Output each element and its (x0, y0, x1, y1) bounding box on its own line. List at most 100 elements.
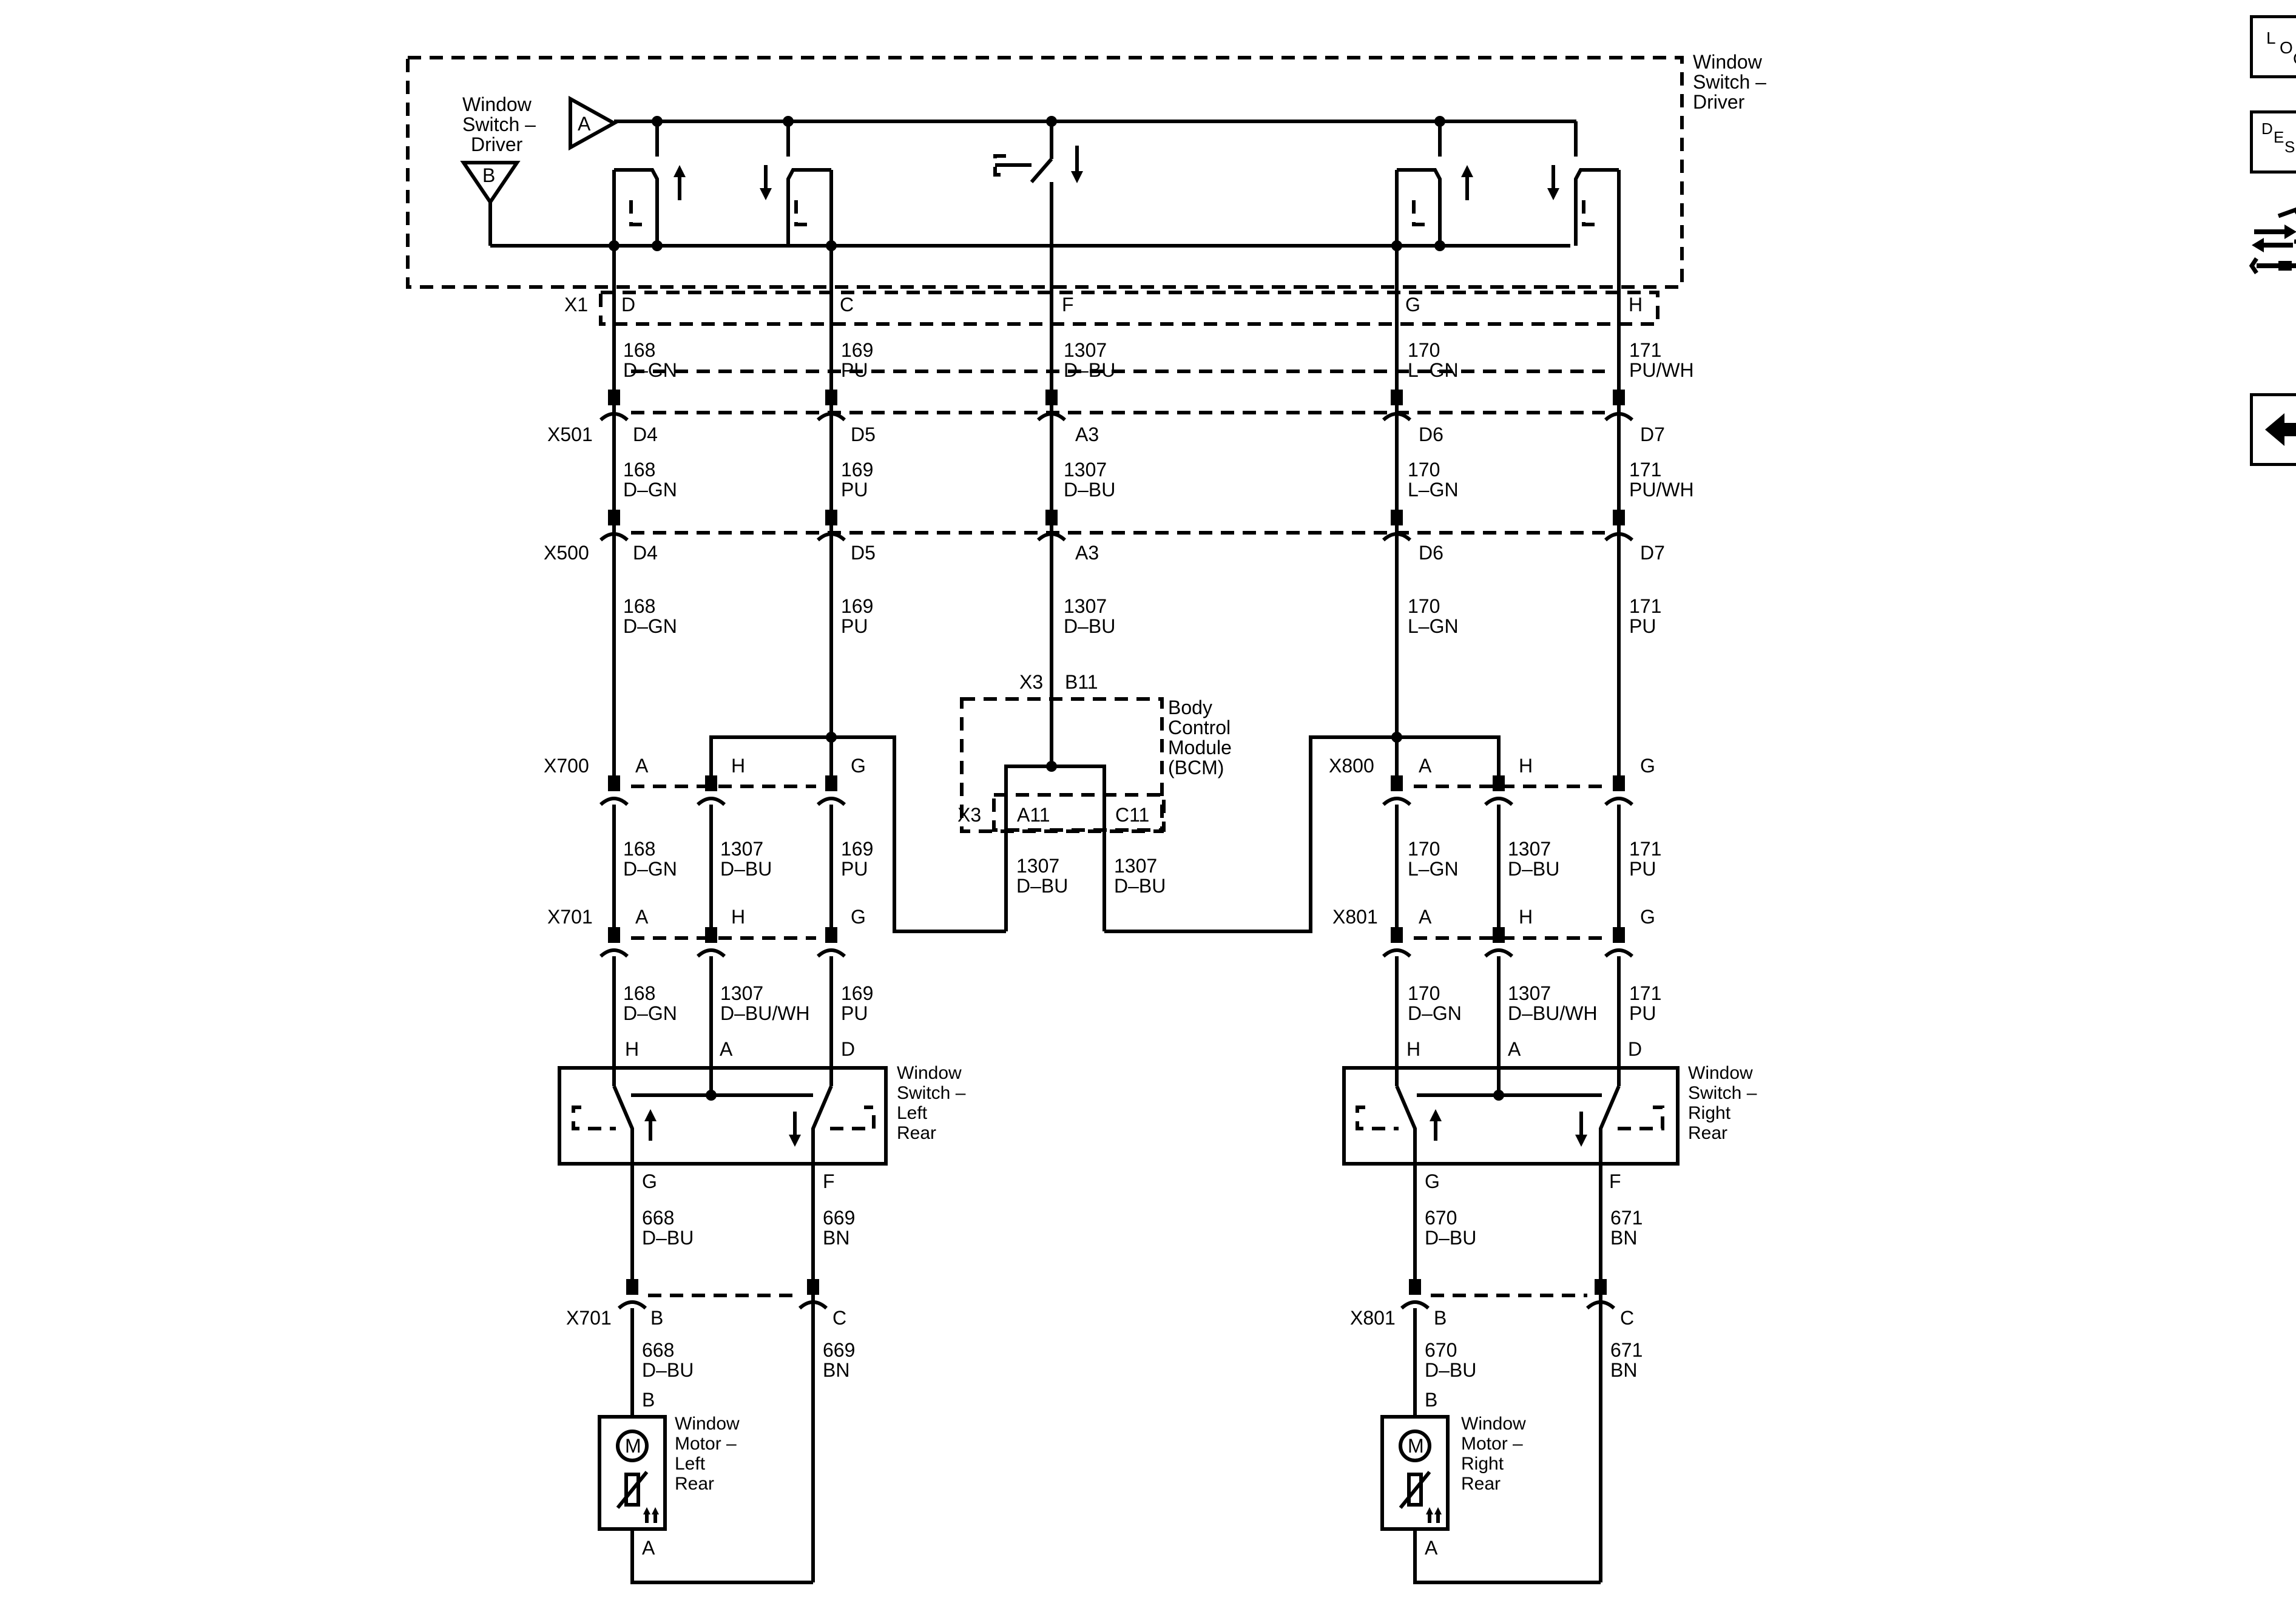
svg-text:168: 168 (623, 339, 655, 361)
connector-x701-motor: X701 B C (566, 1279, 846, 1329)
svg-text:PU: PU (1629, 858, 1656, 880)
svg-text:A: A (635, 906, 649, 928)
svg-text:D–BU: D–BU (1114, 875, 1166, 897)
svg-text:1307: 1307 (1114, 855, 1157, 877)
svg-text:D–BU: D–BU (1016, 875, 1068, 897)
svg-text:L–GN: L–GN (1408, 858, 1459, 880)
svg-text:PU/WH: PU/WH (1629, 479, 1694, 501)
svg-text:D7: D7 (1640, 424, 1665, 445)
svg-text:D–BU/WH: D–BU/WH (1508, 1002, 1598, 1024)
svg-text:G: G (851, 906, 866, 928)
connector-x801-motor: X801 B C (1350, 1279, 1634, 1329)
svg-text:169: 169 (841, 339, 873, 361)
svg-text:PU: PU (1629, 1002, 1656, 1024)
svg-text:1307: 1307 (1064, 339, 1107, 361)
desc-button[interactable]: D E S C (2250, 110, 2296, 174)
svg-text:B: B (650, 1307, 663, 1329)
svg-text:D–BU: D–BU (1064, 615, 1115, 637)
svg-text:169: 169 (841, 459, 873, 481)
svg-text:PU: PU (841, 615, 868, 637)
svg-text:1307: 1307 (1016, 855, 1059, 877)
svg-text:D–BU: D–BU (1508, 858, 1559, 880)
loc-button[interactable]: L O C (2250, 15, 2296, 78)
svg-text:X3: X3 (957, 804, 981, 826)
svg-text:169: 169 (841, 982, 873, 1004)
svg-text:G: G (1640, 906, 1655, 928)
svg-text:BN: BN (1610, 1359, 1637, 1381)
connector-x700: X700 A H G (544, 755, 866, 806)
ref-b-triangle (460, 161, 521, 206)
svg-text:1307: 1307 (720, 982, 763, 1004)
connector-x500: X500 D4 D5 A3 D6 D7 (544, 510, 1665, 564)
svg-text:D–BU: D–BU (1425, 1359, 1476, 1381)
svg-text:A3: A3 (1075, 424, 1099, 445)
svg-text:B11: B11 (1065, 671, 1098, 693)
svg-text:PU: PU (841, 858, 868, 880)
svg-text:BN: BN (1610, 1227, 1637, 1249)
svg-text:D–BU: D–BU (642, 1227, 694, 1249)
svg-text:H: H (731, 906, 745, 928)
svg-text:C: C (2293, 49, 2296, 68)
svg-text:O: O (2280, 38, 2293, 57)
svg-text:D5: D5 (851, 424, 876, 445)
back-button[interactable] (2250, 393, 2296, 466)
svg-text:671: 671 (1610, 1339, 1643, 1361)
svg-text:671: 671 (1610, 1207, 1643, 1229)
svg-text:X700: X700 (544, 755, 589, 777)
ref-b-label: B (482, 164, 495, 186)
svg-text:G: G (851, 755, 866, 777)
svg-text:669: 669 (823, 1339, 855, 1361)
svg-text:D–GN: D–GN (1408, 1002, 1462, 1024)
svg-text:B: B (642, 1389, 655, 1411)
svg-text:X801: X801 (1332, 906, 1378, 928)
svg-text:S: S (2284, 138, 2295, 156)
svg-text:G: G (1405, 294, 1420, 316)
connector-x800: X800 A H G (1329, 755, 1655, 806)
svg-text:669: 669 (823, 1207, 855, 1229)
svg-text:X1: X1 (564, 294, 588, 316)
svg-text:BN: BN (823, 1359, 849, 1381)
svg-text:168: 168 (623, 595, 655, 617)
svg-text:PU: PU (841, 479, 868, 501)
svg-text:D–BU: D–BU (1064, 479, 1115, 501)
svg-text:1307: 1307 (1508, 982, 1551, 1004)
svg-text:D–GN: D–GN (623, 479, 677, 501)
svg-text:A: A (1419, 755, 1432, 777)
svg-text:F: F (823, 1170, 835, 1192)
svg-text:H: H (1519, 906, 1533, 928)
svg-text:PU/WH: PU/WH (1629, 359, 1694, 381)
svg-text:168: 168 (623, 838, 655, 860)
svg-text:X501: X501 (547, 424, 593, 445)
svg-text:C: C (832, 1307, 846, 1329)
svg-text:X3: X3 (1019, 671, 1043, 693)
svg-text:A: A (635, 755, 649, 777)
svg-text:X701: X701 (566, 1307, 612, 1329)
connector-x501: X501 D4 D5 A3 D6 D7 (547, 370, 1665, 445)
connector-x701: X701 A H G (547, 906, 866, 958)
svg-text:D–BU: D–BU (1425, 1227, 1476, 1249)
svg-text:X801: X801 (1350, 1307, 1396, 1329)
svg-text:X701: X701 (547, 906, 593, 928)
svg-text:D–BU: D–BU (720, 858, 772, 880)
connector-swap-button[interactable] (2248, 200, 2296, 279)
svg-text:169: 169 (841, 595, 873, 617)
svg-text:C11: C11 (1115, 804, 1149, 826)
svg-text:D: D (2261, 120, 2273, 138)
svg-text:170: 170 (1408, 838, 1440, 860)
